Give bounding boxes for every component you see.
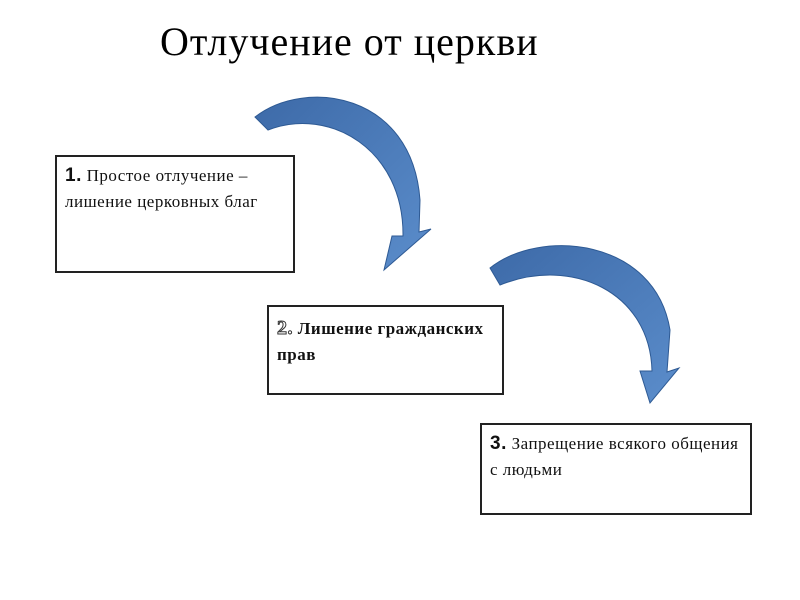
step-2-box: 2. Лишение гражданских прав [267,305,504,395]
step-2-number: 2. [277,317,294,340]
curved-arrow-1-to-2 [254,96,432,272]
step-3-text: Запрещение всякого общения с людьми [490,434,739,479]
curved-arrow-2-to-3 [489,245,681,405]
step-3-box: 3. Запрещение всякого общения с людьми [480,423,752,515]
slide-title: Отлучение от церкви [160,19,539,64]
step-1-box: 1. Простое отлучение – лишение церковных… [55,155,295,273]
step-1-number: 1. [65,165,82,186]
step-1-text: Простое отлучение – лишение церковных бл… [65,166,258,211]
step-2-text: Лишение гражданских прав [277,319,484,364]
step-3-number: 3. [490,433,507,454]
